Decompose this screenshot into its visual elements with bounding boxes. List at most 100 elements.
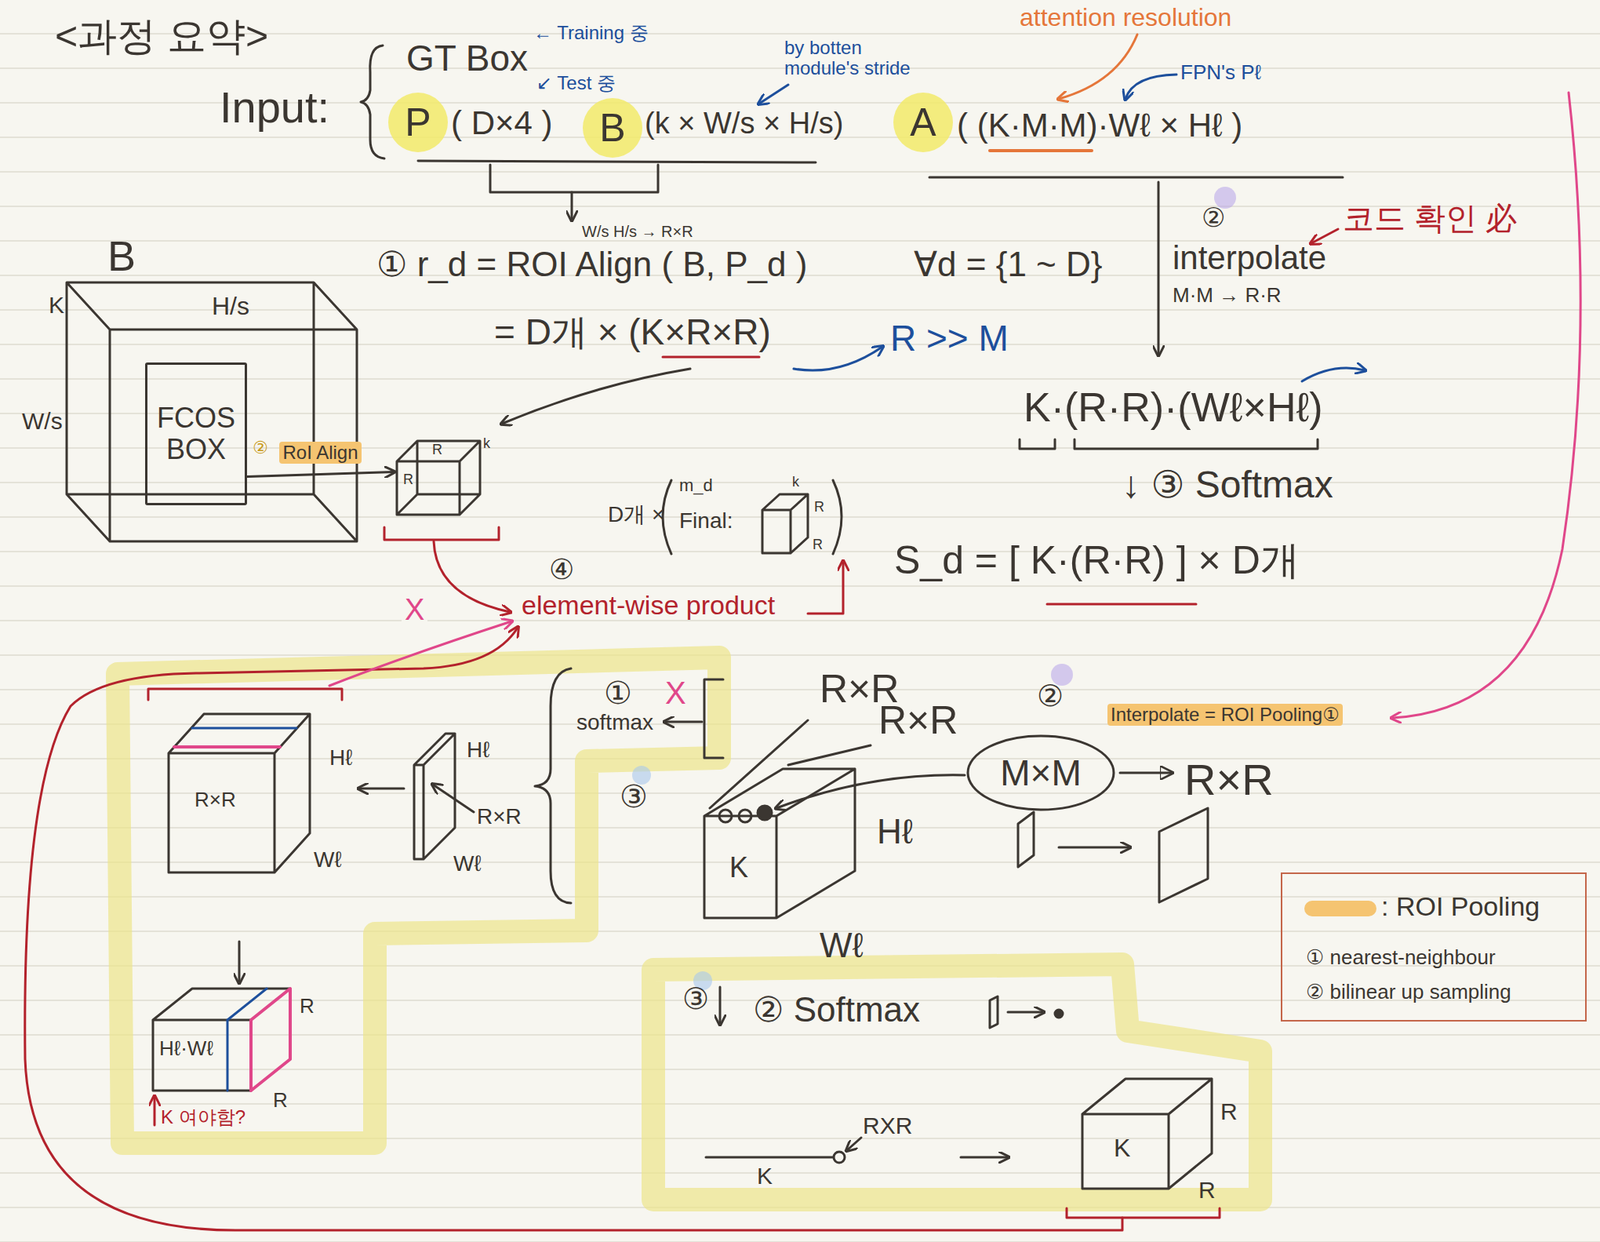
pink-stroke [174,745,280,749]
highlight-band [117,657,1261,1200]
red-stroke [433,541,510,612]
annotation-label: K [756,1162,773,1190]
annotation-label: R×R [194,788,237,812]
legend-text: : ROI Pooling [1381,890,1540,922]
annotation-label: Wℓ [819,925,864,966]
annotation-label: = D개 × (K×R×R) [494,311,771,353]
annotation-label: ③ [619,778,648,815]
red-stroke [148,688,342,700]
sketch-line [359,787,404,790]
annotation-label: ① r_d = ROI Align ( B, P_d ) [376,244,808,285]
annotation-label: ↓ ③ Softmax [1121,462,1334,506]
orange-stroke [989,149,1092,153]
annotation-label: Hℓ [876,811,913,852]
annotation-label: GT Box [406,37,528,80]
sketch-line [704,679,724,758]
red-stroke [1047,603,1197,606]
node-text: P [404,101,431,145]
sketch-line [832,480,842,554]
annotation-label: R >> M [890,317,1009,360]
annotation-label: ② Softmax [752,989,920,1030]
blue-stroke [192,727,297,730]
annotation-label: M·M → R·R [1172,283,1282,308]
annotation-label: ∀d = {1 ~ D} [913,244,1103,285]
sketch-line [719,986,722,1024]
sketch-line [152,988,291,1091]
connector-arrow [247,472,394,477]
annotation-label: K [1113,1133,1131,1163]
blue-stroke [192,74,1365,1091]
sketch-line [570,192,574,220]
annotation-label: ↙ Test 중 [536,72,616,95]
annotation-label: (k × W/s × H/s) [644,106,844,142]
highlight-circle [582,98,643,158]
annotation-label: by botten module's stride [784,37,942,80]
sketch-line [847,1137,862,1150]
roi-cube [396,440,480,515]
sketch-line [833,1151,845,1163]
annotation-label: X [665,674,687,711]
pink-stroke [250,988,291,1091]
feature-cube [15,231,369,550]
sketch-line [719,809,732,822]
annotation-label: RXR [862,1112,913,1140]
red-stroke [662,356,760,359]
page-title: <과정 요약> [54,14,269,60]
node-text: A [909,101,936,145]
sketch-line [432,784,474,812]
annotation-label: Wℓ [313,847,342,873]
annotation-label: S_d = [ K·(R·R) ] × D개 [894,538,1300,584]
highlight-band [653,963,1261,1200]
red-stroke [1066,1207,1220,1218]
feature-cube [66,282,357,542]
annotation-label: R [814,498,825,516]
annotation-label: R×R [476,803,522,830]
sketch-line [534,668,571,903]
annotation-label: ( D×4 ) [450,104,553,142]
blue-stroke [793,346,883,371]
annotation-label: R×R [1184,754,1274,805]
sketch-line [960,1156,1008,1159]
node-text: B [107,232,136,280]
annotation-label: Input: [219,82,330,133]
annotation-label: R [1220,1098,1238,1126]
highlight-circle: B [582,98,643,158]
orange-stroke [1058,34,1138,99]
annotation-label: attention resolution [1019,3,1232,33]
sketch-line [1007,1010,1044,1014]
sketch-line [1082,1078,1212,1189]
annotation-label: ② [1036,679,1064,714]
sketch-line [665,720,702,724]
node-text: FCOS BOX [152,402,240,465]
sketch-line [738,809,752,822]
annotation-label: D개 × [607,501,665,528]
blue-stroke [1301,367,1365,382]
node-text: R [432,442,443,459]
annotation-label: ← Training 중 [533,21,649,44]
annotation-label: FPN's Pℓ [1180,61,1262,85]
blue-stroke [759,84,789,104]
annotation-label: Hℓ·Wℓ [159,1036,214,1061]
blue-stroke [1125,74,1177,99]
sketch-line [1159,807,1208,902]
sketch-line [168,713,310,873]
annotation-label: Interpolate = ROI Pooling① [1107,703,1343,726]
highlight-circle: A [893,92,953,153]
annotation-label: Hℓ [466,737,490,763]
highlight-circle [893,92,953,153]
annotation-label: ④ [549,552,575,586]
annotation-label: K [48,291,65,320]
node-text: B [599,106,626,150]
annotation-label: 코드 확인 必 [1342,200,1517,237]
node-text: M×M [1000,752,1082,793]
sketch-line [757,805,772,820]
annotation-label: H/s [211,291,250,321]
sketch-line [762,494,808,553]
annotation-label: k [792,473,800,491]
annotation-label: ( (K·M·M)·Wℓ × Hℓ ) [956,106,1243,145]
highlight-circle [388,92,448,153]
